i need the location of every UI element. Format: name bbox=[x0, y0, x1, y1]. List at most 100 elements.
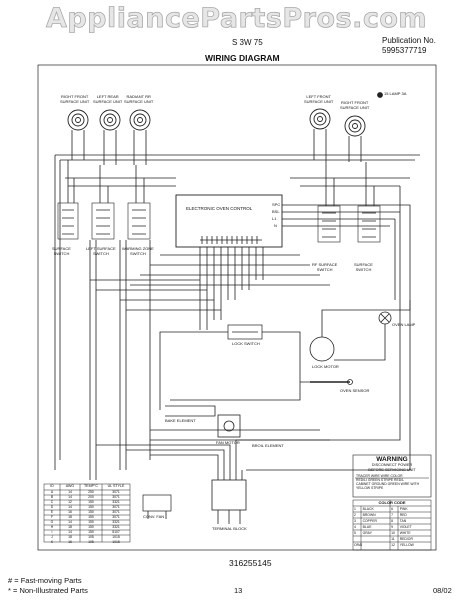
eoc-pin-3: L1 bbox=[272, 216, 277, 221]
label-terminal-block: TERMINAL BLOCK bbox=[212, 526, 247, 531]
label-rr-element: RADIANT RR SURFACE UNIT bbox=[124, 94, 154, 104]
color-code-cell: PINK bbox=[399, 507, 408, 511]
wire-table-cell: 150 bbox=[88, 530, 94, 534]
wire-table-header: ID AWG TEMP°C UL STYLE bbox=[50, 484, 125, 488]
wire-table-cell: I bbox=[51, 530, 53, 534]
color-code-cell: VIOLET bbox=[399, 525, 412, 529]
oven-lamp bbox=[378, 311, 392, 325]
color-code-cell: RED/OR bbox=[399, 537, 413, 541]
surface-element-right-rear bbox=[309, 108, 331, 130]
color-code-cell: BLUE bbox=[362, 525, 372, 529]
wire-table-cell: 14 bbox=[68, 505, 72, 509]
warning-content: WARNING DISCONNECT POWER BEFORE SERVICIN… bbox=[353, 456, 431, 490]
publication-number: 5995377719 bbox=[382, 46, 427, 55]
wire-table-cell: 3071 bbox=[112, 505, 120, 509]
color-code-cell: COPPER bbox=[362, 519, 377, 523]
wire-table-cell: J bbox=[51, 535, 53, 539]
wire-table-cell: 14 bbox=[68, 520, 72, 524]
label-switch-lr: LEFT SURFACE SWITCH bbox=[86, 246, 116, 256]
color-code-cell: 7 bbox=[391, 513, 393, 517]
wire-table-cell: 150 bbox=[88, 525, 94, 529]
surface-element-right-front bbox=[344, 115, 366, 137]
wire-table-cell: 150 bbox=[88, 500, 94, 504]
wire-table-cell: E bbox=[50, 510, 54, 514]
eoc-pin-1: SPC bbox=[272, 202, 281, 207]
color-code-cell: YELLOW bbox=[399, 543, 414, 547]
part-number: 316255145 bbox=[229, 558, 272, 568]
wire-table-cell: 5107 bbox=[112, 530, 120, 534]
wire-table-cell: 18 bbox=[68, 515, 72, 519]
color-code-cell: 10 bbox=[391, 531, 395, 535]
warning-line-1: DISCONNECT POWER bbox=[371, 463, 413, 467]
bake-element bbox=[165, 405, 216, 417]
label-rf-element: RIGHT FRONT SURFACE UNIT bbox=[340, 100, 370, 110]
color-code-cell: WHITE bbox=[399, 531, 411, 535]
warning-title: WARNING bbox=[376, 456, 408, 463]
wire-table-cell: 3071 bbox=[112, 490, 120, 494]
wire-table-cell: F bbox=[50, 515, 54, 519]
wire-table-cell: 150 bbox=[88, 505, 94, 509]
label-lf-element: RIGHT FRONT SURFACE UNIT bbox=[60, 94, 90, 104]
color-code-cell: 2 bbox=[354, 513, 356, 517]
label-switch-lf: SURFACE SWITCH bbox=[52, 246, 71, 256]
eoc-pin-4: N bbox=[274, 223, 277, 228]
wire-table-cell: 250 bbox=[88, 490, 94, 494]
label-lock-motor: LOCK MOTOR bbox=[312, 364, 339, 369]
warning-box bbox=[352, 454, 432, 498]
label-broil-element: BROIL ELEMENT bbox=[252, 443, 284, 448]
color-code-cell: ORANGE bbox=[354, 543, 362, 547]
surface-switch-warming bbox=[127, 202, 151, 240]
label-switch-rf: RF SURFACE SWITCH bbox=[312, 262, 338, 272]
publication-label: Publication No. bbox=[382, 36, 436, 45]
label-bake-element: BAKE ELEMENT bbox=[165, 418, 196, 423]
wire-table-cell: 3321 bbox=[112, 520, 120, 524]
legend-fast-moving: # = Fast-moving Parts bbox=[8, 576, 82, 585]
wire-table-cell: 14 bbox=[68, 490, 72, 494]
label-fan-motor: FAN MOTOR bbox=[216, 440, 240, 445]
model-number: S 3W 75 bbox=[232, 38, 263, 47]
wire-table-cell: 3321 bbox=[112, 500, 120, 504]
wire-table-cell: 200 bbox=[88, 495, 94, 499]
color-code-table bbox=[352, 499, 432, 551]
color-code-title: COLOR CODE bbox=[378, 500, 406, 505]
revision-date: 08/02 bbox=[433, 586, 452, 595]
wire-table-cell: D bbox=[50, 505, 54, 509]
label-switch-rfb: SURFACE SWITCH bbox=[354, 262, 373, 272]
label-conv-fan: CONV. FAN bbox=[143, 514, 165, 519]
warning-tracer-1: TRACER WIRE WIRE COLOR bbox=[356, 474, 403, 478]
terminal-block bbox=[211, 470, 247, 524]
wire-table-row: A 14 250 3071 bbox=[44, 490, 130, 495]
color-code-cell: 6 bbox=[391, 507, 393, 511]
wire-table-cell: 16 bbox=[68, 540, 72, 544]
color-code-cell: 3 bbox=[354, 519, 356, 523]
wire-table-cell: 14 bbox=[68, 530, 72, 534]
surface-switch-left-rear bbox=[91, 202, 115, 240]
eoc-pin-2: BSL bbox=[272, 209, 280, 214]
wire-table-cell: 1015 bbox=[112, 540, 120, 544]
wire-table-cell: 150 bbox=[88, 520, 94, 524]
wire-table-cell: 18 bbox=[68, 525, 72, 529]
surface-switch-right-front bbox=[317, 205, 341, 243]
label-oven-lamp: OVEN LAMP bbox=[392, 322, 416, 327]
wire-table bbox=[43, 483, 131, 543]
label-switch-rr: WARMING ZONE SWITCH bbox=[122, 246, 154, 256]
wire-table-cell: 105 bbox=[88, 540, 94, 544]
wire-table-cell: B bbox=[50, 495, 54, 499]
oven-sensor-probe bbox=[310, 379, 353, 385]
wire-table-cell: 150 bbox=[88, 515, 94, 519]
wire-table-cell: 12 bbox=[68, 500, 72, 504]
color-code-cell bbox=[362, 542, 391, 548]
wire-table-cell: A bbox=[50, 490, 54, 494]
color-code-cell: BLACK bbox=[362, 507, 374, 511]
